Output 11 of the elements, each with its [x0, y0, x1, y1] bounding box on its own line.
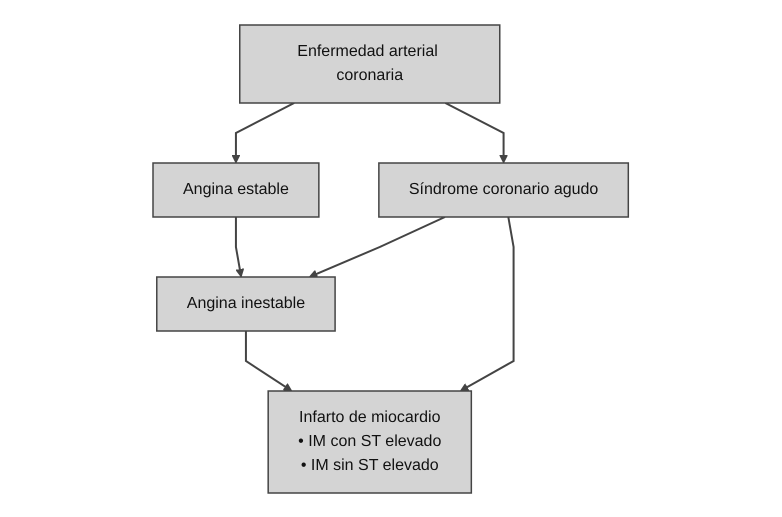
arrow: [235, 216, 244, 277]
node-box: Angina inestable: [156, 276, 336, 332]
arrow: [445, 102, 508, 163]
arrow: [232, 102, 295, 163]
node-box: Infarto de miocardio • IM con ST elevado • IM sin ST elevado: [268, 390, 472, 494]
arrow: [460, 216, 515, 391]
node-box: Angina estable: [152, 162, 320, 218]
arrow: [309, 216, 446, 278]
node-box: Enfermedad arterial coronaria: [239, 24, 501, 104]
node-box: Síndrome coronario agudo: [378, 162, 630, 218]
arrow: [245, 330, 293, 391]
